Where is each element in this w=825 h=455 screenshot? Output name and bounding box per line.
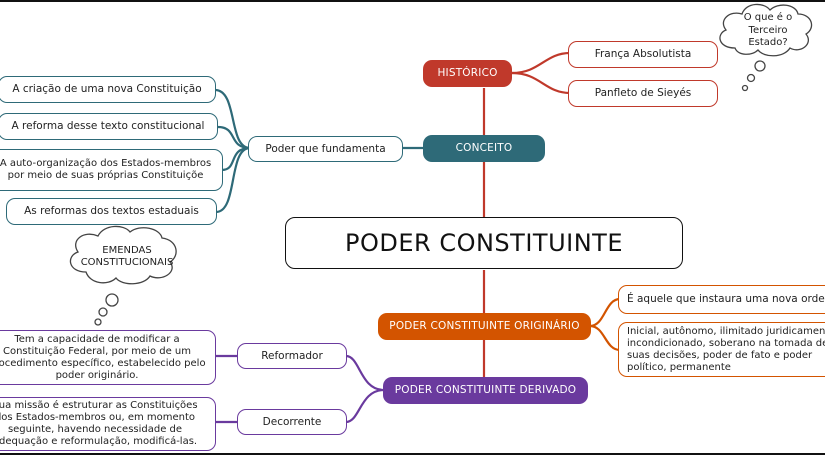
historico-thought-text: O que é o Terceiro Estado? <box>743 12 793 49</box>
originario-item[interactable]: É aquele que instaura uma nova ordem <box>618 285 825 314</box>
link-derivado-decorrente <box>345 388 385 424</box>
decorrente-label: Decorrente <box>262 415 322 428</box>
historico-item-label: Panfleto de Sieyés <box>594 87 692 100</box>
originario-item[interactable]: Inicial, autônomo, ilimitado juridicamen… <box>618 322 825 377</box>
conceito-item-label: A auto-organização dos Estados-membros p… <box>0 158 212 181</box>
link-originario-item2 <box>589 324 621 352</box>
conceito-item[interactable]: A auto-organização dos Estados-membros p… <box>0 149 223 191</box>
conceito-item-label: A criação de uma nova Constituição <box>12 83 202 96</box>
decorrente-text[interactable]: Sua missão é estruturar as Constituições… <box>0 397 216 451</box>
reformador-text-label: Tem a capacidade de modificar a Constitu… <box>0 333 206 381</box>
link-sub-item2 <box>217 125 251 150</box>
link-derivado-reformador <box>345 354 385 392</box>
reformador-label: Reformador <box>261 349 323 362</box>
link-historico-panfleto <box>511 71 571 95</box>
historico-item-label: França Absolutista <box>594 48 692 61</box>
link-sub-item1 <box>214 88 251 150</box>
derivado-node[interactable]: PODER CONSTITUINTE DERIVADO <box>383 377 588 404</box>
historico-item-franca[interactable]: França Absolutista <box>568 41 718 68</box>
derivado-thought-text: EMENDAS CONSTITUCIONAIS <box>80 244 174 269</box>
conceito-item-label: As reformas dos textos estaduais <box>24 205 199 218</box>
conceito-item[interactable]: As reformas dos textos estaduais <box>6 198 217 225</box>
conceito-sub-node[interactable]: Poder que fundamenta <box>248 136 403 162</box>
link-sub-item4 <box>215 146 251 214</box>
historico-node[interactable]: HISTÓRICO <box>423 60 512 87</box>
reformador-text[interactable]: Tem a capacidade de modificar a Constitu… <box>0 330 216 385</box>
derivado-label: PODER CONSTITUINTE DERIVADO <box>394 384 577 397</box>
historico-item-panfleto[interactable]: Panfleto de Sieyés <box>568 80 718 107</box>
link-historico-franca <box>511 51 571 75</box>
reformador-node[interactable]: Reformador <box>237 343 347 369</box>
central-topic[interactable]: PODER CONSTITUINTE <box>285 217 683 269</box>
conceito-node[interactable]: CONCEITO <box>423 135 545 162</box>
decorrente-text-label: Sua missão é estruturar as Constituições… <box>0 400 198 447</box>
historico-label: HISTÓRICO <box>437 67 498 80</box>
conceito-label: CONCEITO <box>455 142 513 155</box>
originario-item-label: Inicial, autônomo, ilimitado juridicamen… <box>627 325 825 373</box>
originario-node[interactable]: PODER CONSTITUINTE ORIGINÁRIO <box>378 313 591 340</box>
originario-label: PODER CONSTITUINTE ORIGINÁRIO <box>389 320 580 333</box>
conceito-item[interactable]: A criação de uma nova Constituição <box>0 76 216 103</box>
thought-cloud-icon <box>719 3 813 92</box>
link-originario-item1 <box>589 297 621 328</box>
decorrente-node[interactable]: Decorrente <box>237 409 347 435</box>
conceito-sub-label: Poder que fundamenta <box>265 142 386 155</box>
thought-cloud-icon <box>69 225 177 326</box>
originario-item-label: É aquele que instaura uma nova ordem <box>627 293 825 306</box>
conceito-item[interactable]: A reforma desse texto constitucional <box>0 113 218 140</box>
conceito-item-label: A reforma desse texto constitucional <box>11 120 205 133</box>
central-topic-label: PODER CONSTITUINTE <box>345 228 623 257</box>
